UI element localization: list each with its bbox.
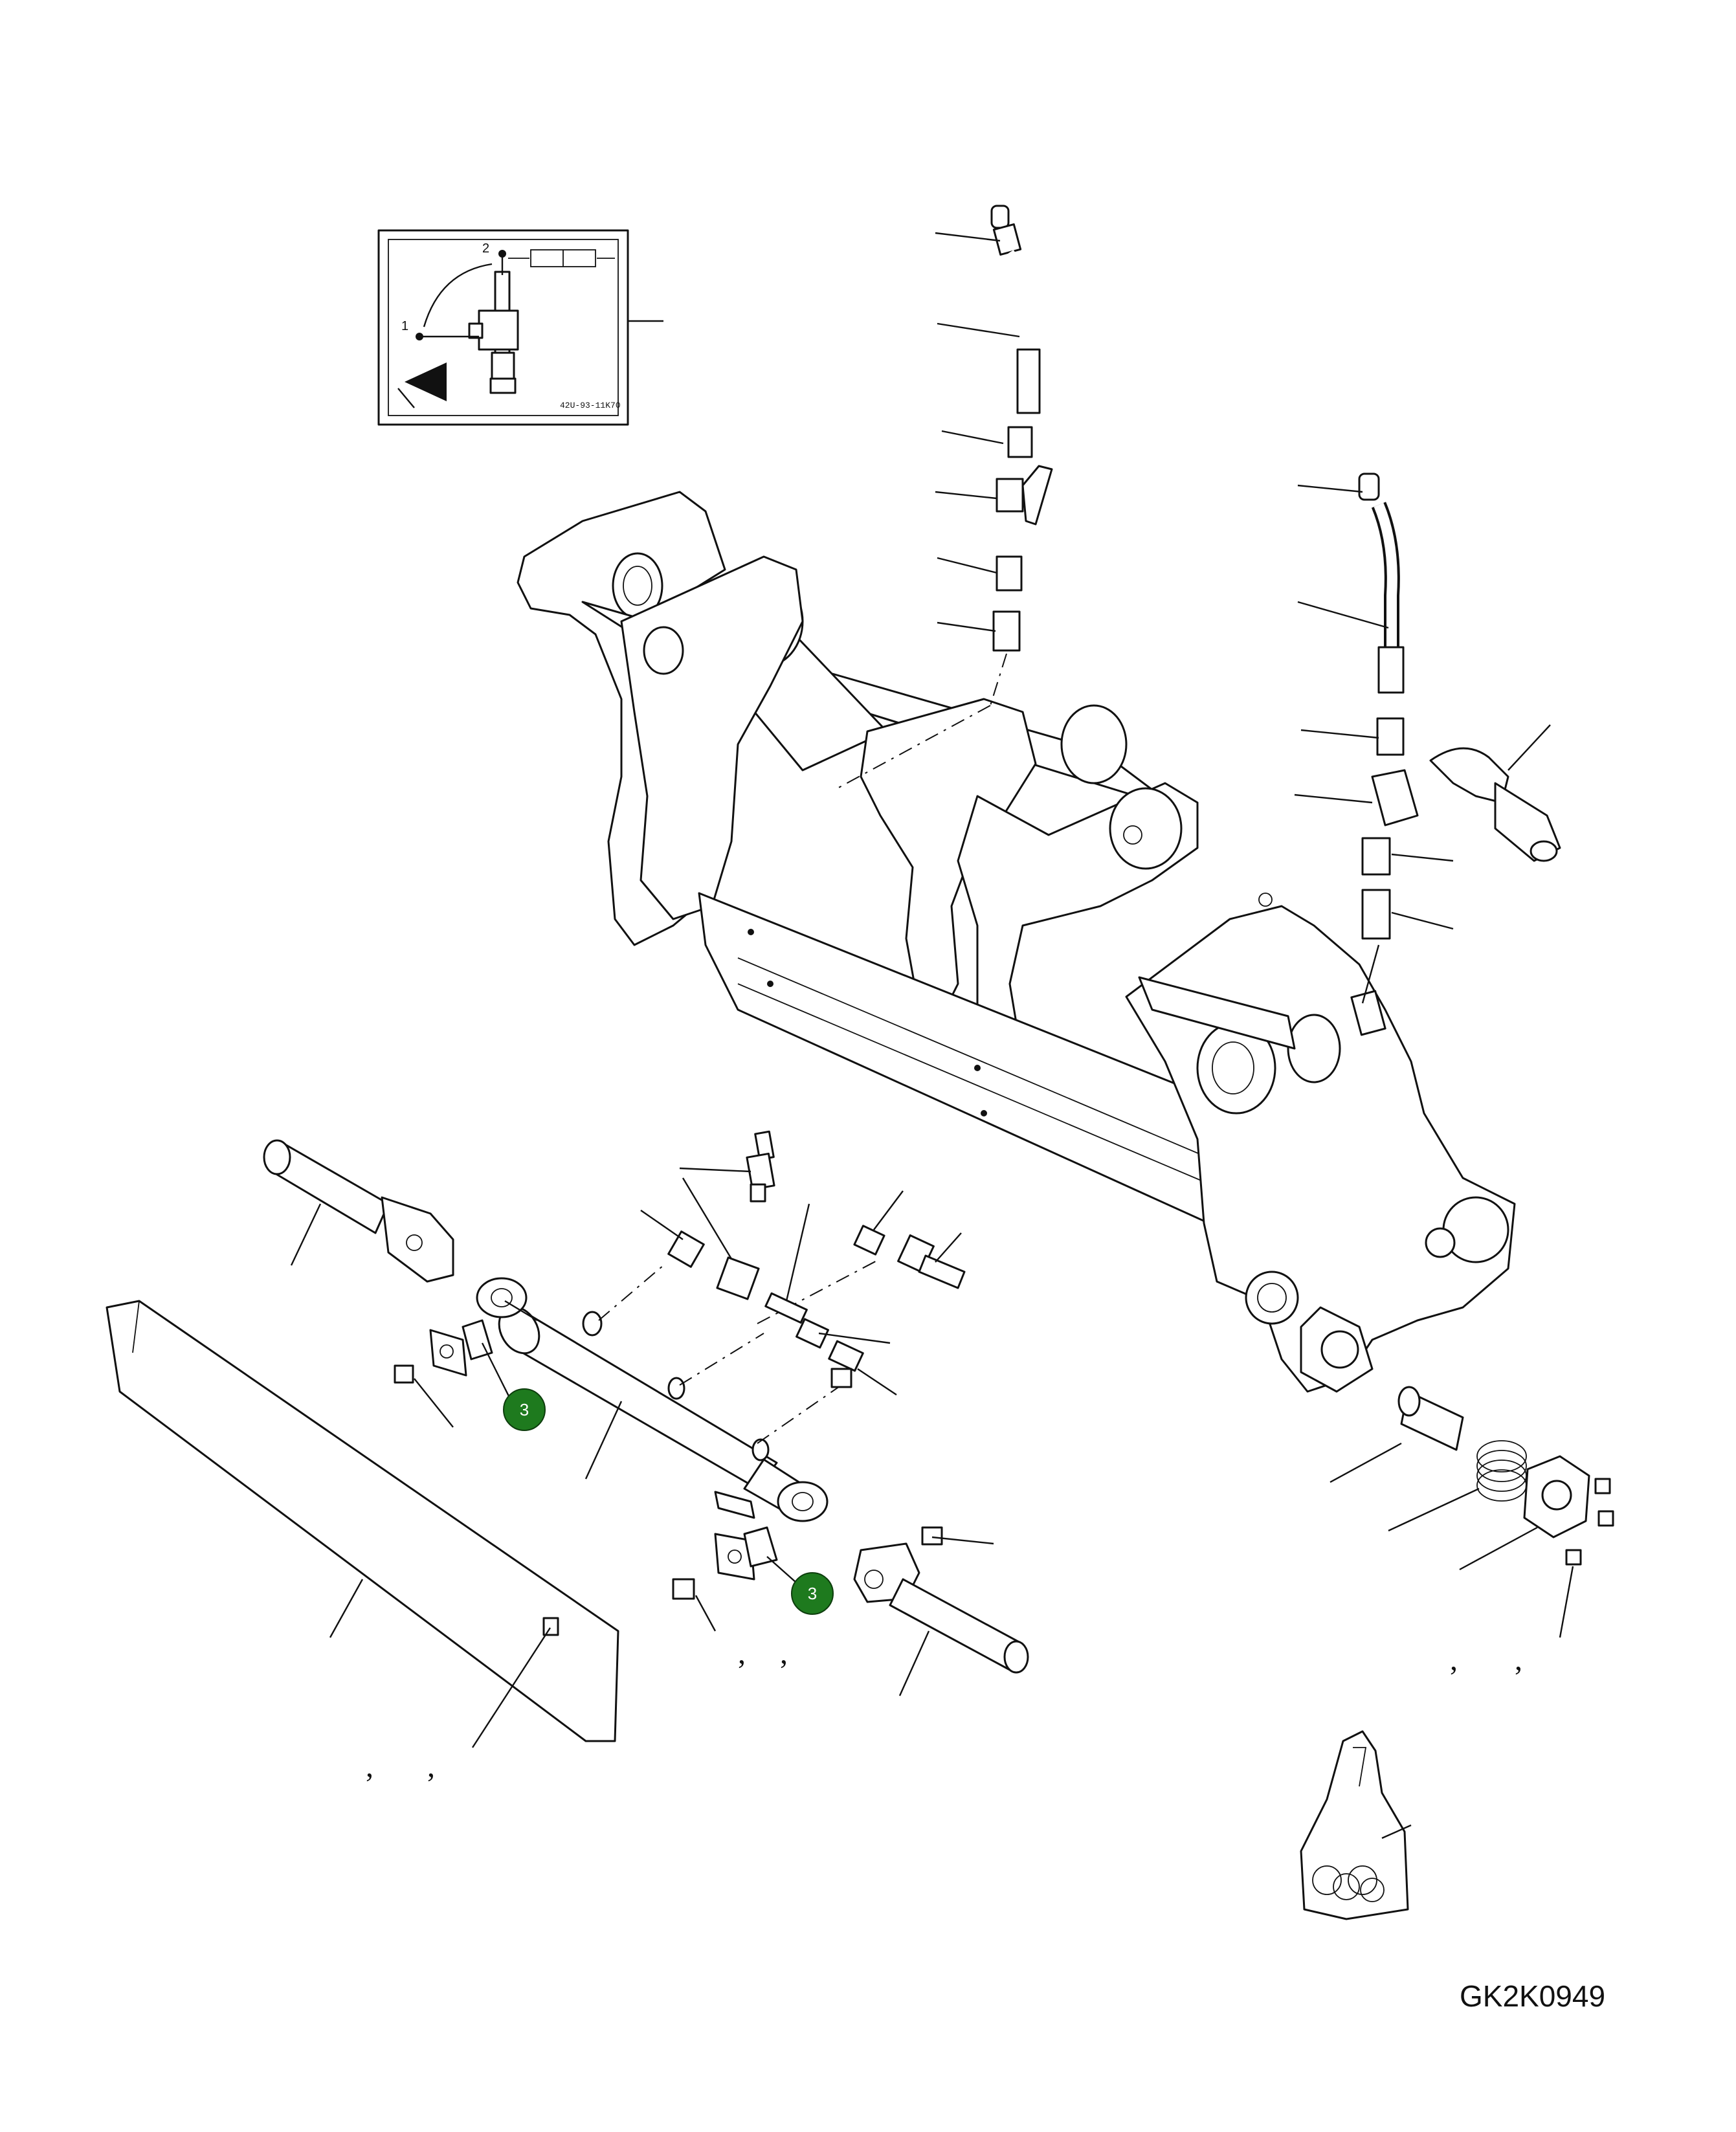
quick-coupler-frame xyxy=(517,491,1516,1393)
leader-line xyxy=(1297,601,1389,629)
hose-assembly-right xyxy=(1358,472,1561,940)
leader-line xyxy=(1391,911,1454,930)
leader-line xyxy=(1388,1487,1480,1532)
cylinder-fittings xyxy=(667,1130,966,1388)
leader-line xyxy=(785,1203,810,1302)
inset-position-2: 2 xyxy=(482,241,489,256)
hose-assembly-upper xyxy=(990,205,1053,652)
leader-line xyxy=(1559,1566,1574,1638)
centerline xyxy=(990,653,1007,706)
comma-mark: , xyxy=(738,1636,746,1671)
leader-line xyxy=(1361,944,1380,1004)
leader-line xyxy=(640,1210,684,1240)
leader-line xyxy=(935,1232,962,1263)
leader-line xyxy=(1508,724,1551,771)
leader-line xyxy=(857,1368,897,1395)
callout-3-lower[interactable]: 3 xyxy=(791,1572,834,1615)
parts-bag xyxy=(1300,1730,1409,1920)
pin-assembly-upper-left xyxy=(263,1139,454,1283)
leader-line xyxy=(818,1332,891,1344)
comma-mark: , xyxy=(1450,1643,1458,1677)
inset-code: 42U-93-11K70 xyxy=(560,401,621,410)
guard-plate xyxy=(106,1300,619,1742)
leader-line xyxy=(1459,1526,1538,1571)
centerline xyxy=(757,1258,881,1324)
leader-line xyxy=(931,1536,994,1545)
leader-line xyxy=(682,1177,733,1260)
lock-plate-lower xyxy=(672,1526,778,1600)
comma-mark: , xyxy=(427,1749,435,1784)
centerline xyxy=(679,1333,764,1386)
leader-line xyxy=(766,1556,797,1583)
centerline xyxy=(757,1384,842,1444)
leader-line xyxy=(1300,729,1379,739)
leader-line xyxy=(1381,1824,1412,1839)
leader-line xyxy=(1391,853,1454,862)
pin-spring-cover-assembly xyxy=(1300,1306,1614,1566)
leader-line xyxy=(290,1203,322,1266)
comma-group-left: , , xyxy=(366,1749,435,1784)
inset-position-1: 1 xyxy=(401,319,408,333)
centerline xyxy=(598,1265,664,1321)
leader-line xyxy=(941,430,1004,445)
comma-group-right: , , xyxy=(1450,1643,1522,1677)
comma-group-center: , , xyxy=(738,1636,788,1671)
valve-instruction-inset: 1 2 42U-93-11K70 xyxy=(377,229,629,426)
leader-line xyxy=(329,1579,364,1638)
leader-line xyxy=(1330,1442,1402,1483)
leader-line xyxy=(898,1630,930,1696)
callout-label: 3 xyxy=(808,1584,817,1603)
leader-line xyxy=(414,1378,454,1428)
callout-label: 3 xyxy=(520,1400,529,1419)
hydraulic-cylinder xyxy=(476,1277,829,1522)
warning-arrow-icon xyxy=(405,362,447,401)
drawing-code: GK2K0949 xyxy=(1460,1979,1605,2013)
leader-line xyxy=(935,491,997,500)
callout-3-upper[interactable]: 3 xyxy=(503,1388,546,1431)
leader-line xyxy=(679,1167,751,1173)
leader-line xyxy=(1294,794,1373,804)
leader-line xyxy=(873,1190,904,1230)
leader-line xyxy=(481,1342,513,1402)
lock-plate-upper xyxy=(394,1319,493,1384)
leader-line xyxy=(1297,484,1363,493)
leader-line xyxy=(584,1401,623,1480)
comma-mark: , xyxy=(366,1749,373,1784)
leader-line xyxy=(937,557,997,574)
leader-line xyxy=(937,322,1020,338)
leader-line xyxy=(695,1595,717,1632)
leader-line xyxy=(471,1627,551,1748)
leader-line xyxy=(937,621,996,632)
leader-line xyxy=(935,232,1001,242)
pin-assembly-lower xyxy=(853,1526,1029,1674)
comma-mark: , xyxy=(780,1636,788,1671)
comma-mark: , xyxy=(1515,1643,1522,1677)
